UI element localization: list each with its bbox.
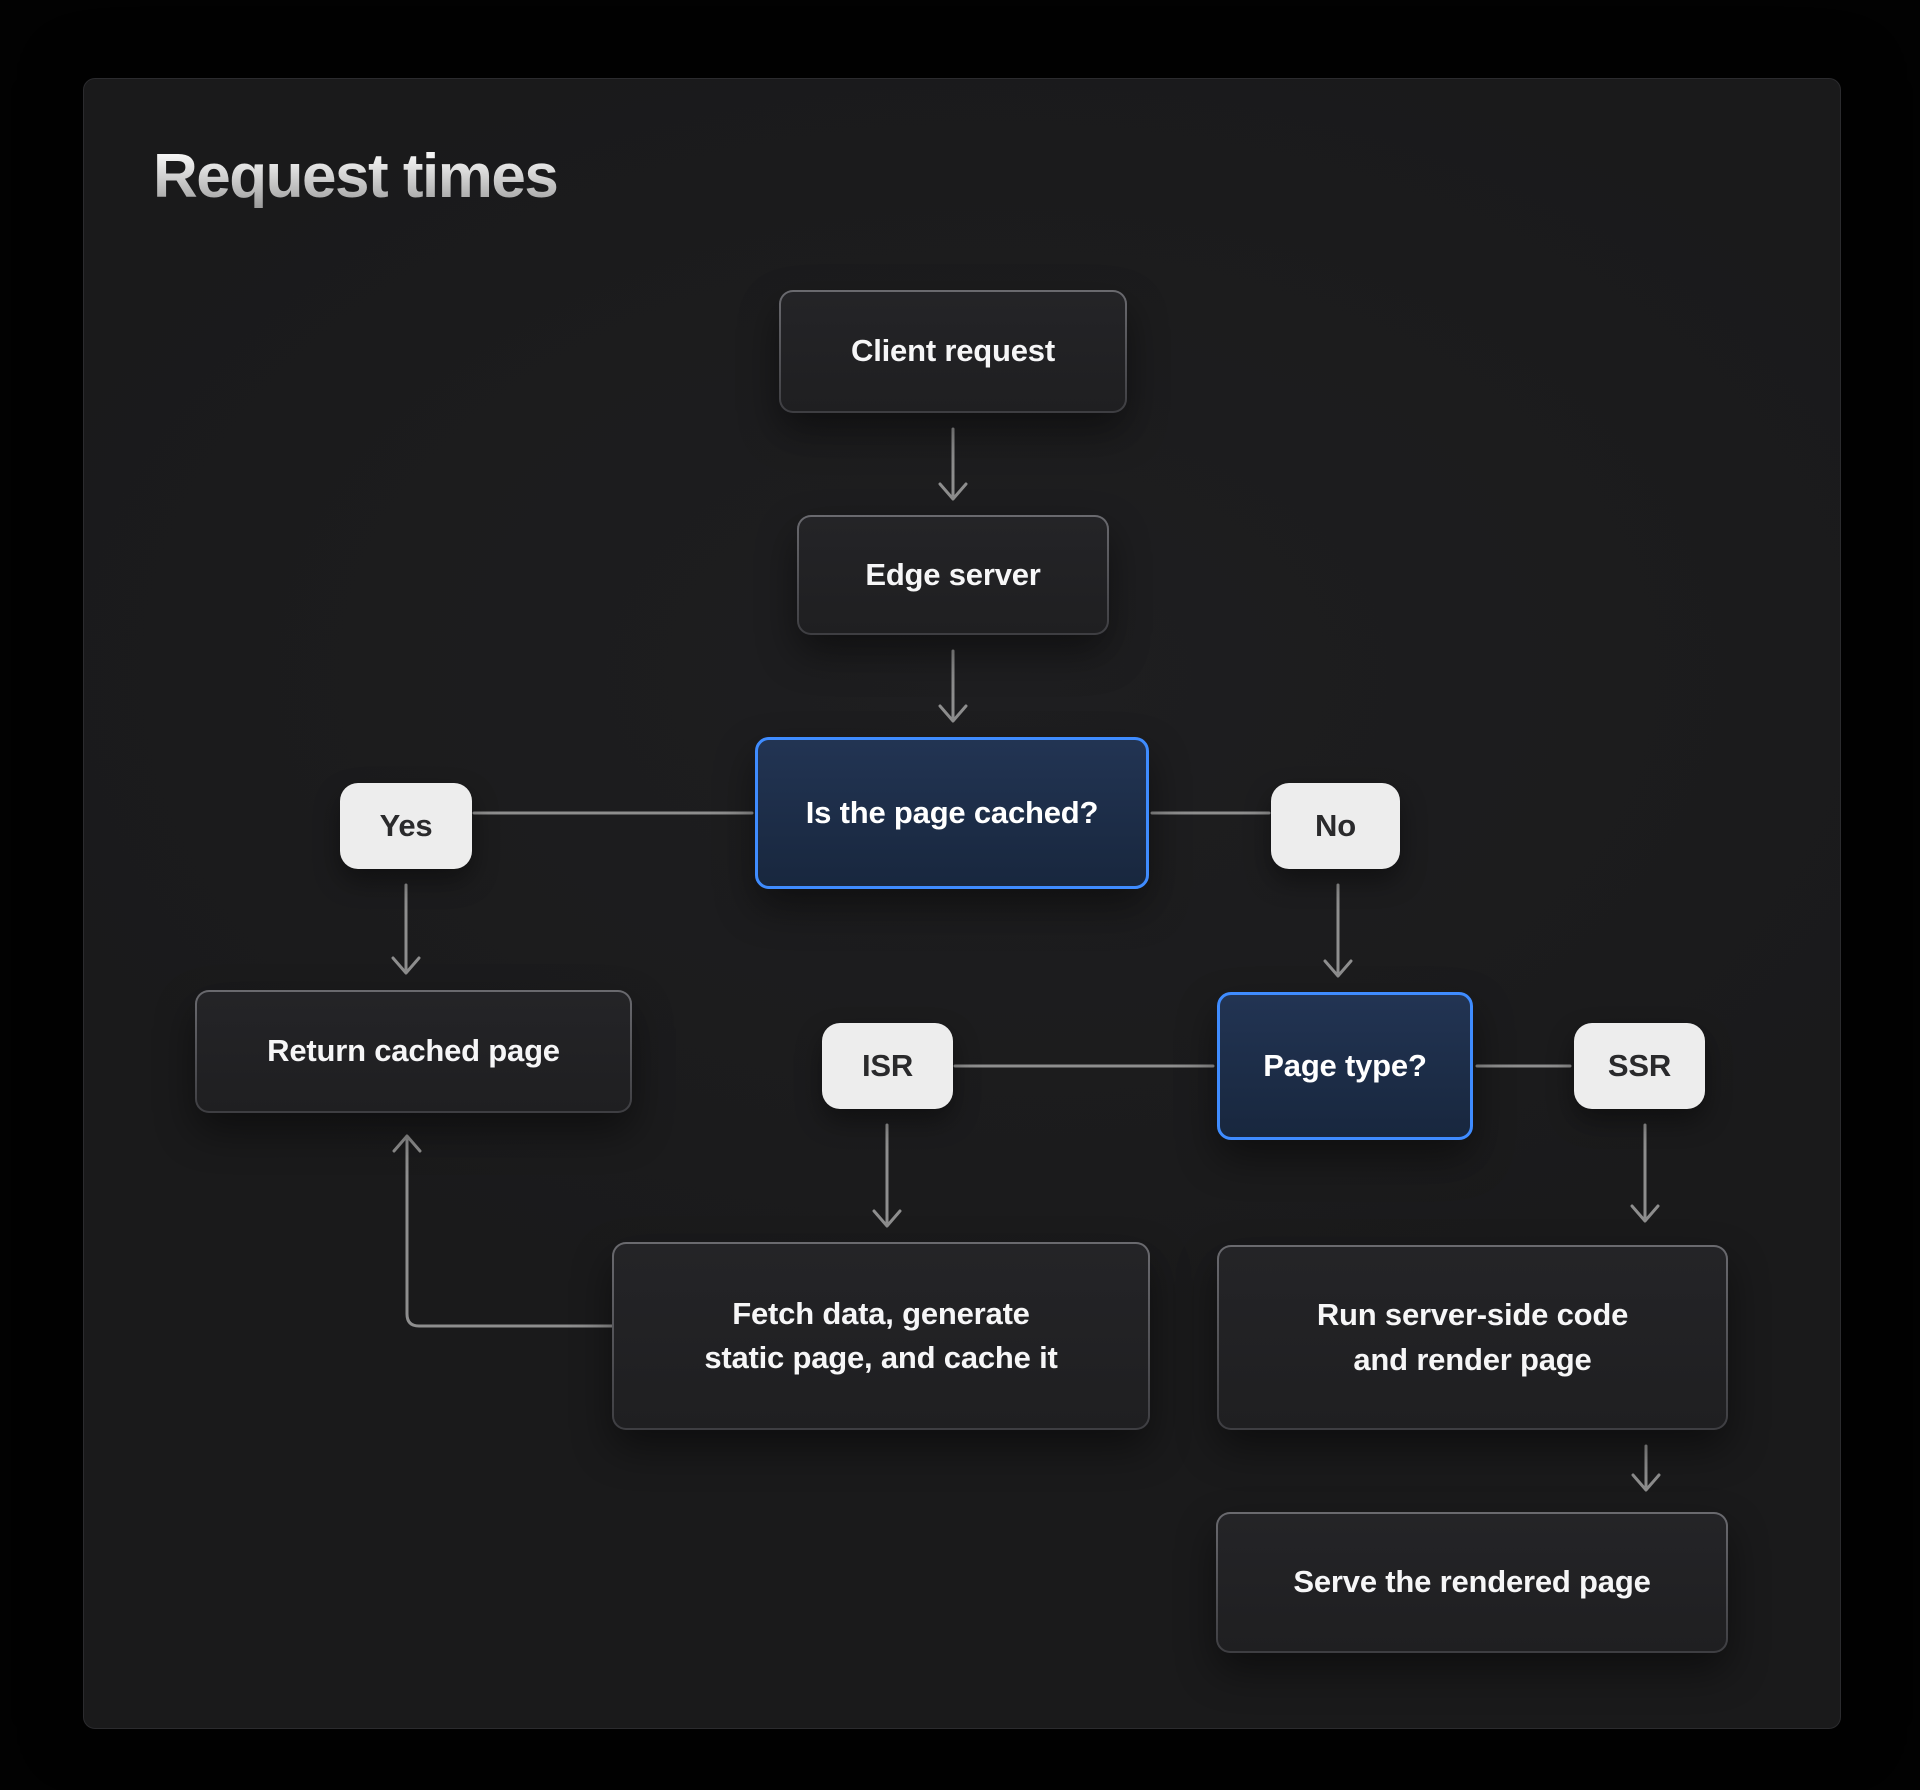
node-run-server-code: Run server-side code and render page [1217,1245,1728,1430]
node-page-type: Page type? [1217,992,1473,1140]
node-yes-label: Yes [379,808,433,843]
node-return-cached-page: Return cached page [195,990,632,1113]
node-isr: ISR [822,1023,953,1109]
node-no-label: No [1315,808,1356,843]
node-edge-server: Edge server [797,515,1109,635]
node-serve-rendered-label: Serve the rendered page [1293,1564,1651,1600]
node-return-cached-page-label: Return cached page [267,1033,560,1069]
node-ssr: SSR [1574,1023,1705,1109]
node-client-request-label: Client request [851,333,1055,369]
node-client-request: Client request [779,290,1127,413]
node-edge-server-label: Edge server [865,556,1041,592]
node-fetch-generate: Fetch data, generate static page, and ca… [612,1242,1150,1430]
node-page-type-label: Page type? [1263,1047,1427,1083]
node-yes: Yes [340,783,472,869]
node-is-page-cached-label: Is the page cached? [805,794,1099,830]
node-isr-label: ISR [861,1048,914,1083]
node-serve-rendered: Serve the rendered page [1216,1512,1728,1653]
node-ssr-label: SSR [1607,1048,1672,1083]
page-title: Request times [153,142,559,211]
node-fetch-generate-label: Fetch data, generate static page, and ca… [704,1295,1058,1375]
node-is-page-cached: Is the page cached? [755,737,1149,889]
node-no: No [1271,783,1400,869]
node-run-server-code-label: Run server-side code and render page [1316,1297,1629,1377]
